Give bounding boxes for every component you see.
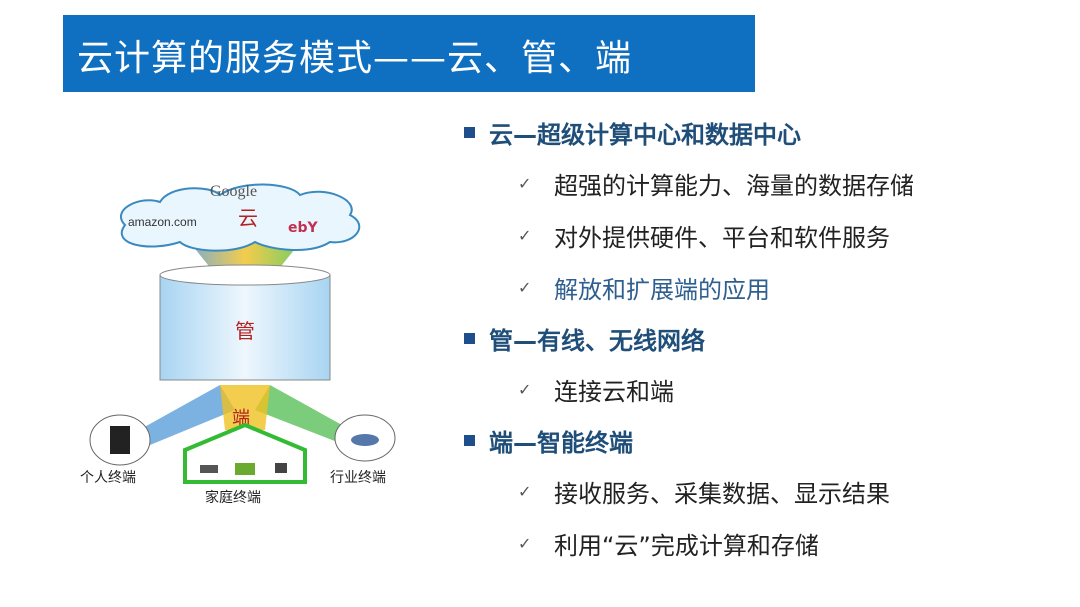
- pipe-cylinder: [159, 274, 331, 381]
- cloud-shape: [120, 183, 361, 252]
- title-bar: 云计算的服务模式——云、管、端: [63, 15, 755, 92]
- amazon-label: amazon.com: [128, 215, 197, 229]
- check-icon: ✓: [518, 379, 532, 399]
- meter-icon: [351, 434, 379, 446]
- computer-icon: [275, 463, 287, 473]
- check-icon: ✓: [518, 173, 532, 193]
- list-item: ✓对外提供硬件、平台和软件服务: [518, 223, 890, 252]
- list-item: ✓利用“云”完成计算和存储: [518, 531, 819, 560]
- diagram-svg: Google amazon.com 云 ebY 管 端 个人终端 家庭终端 行业…: [80, 183, 396, 506]
- square-bullet-icon: [464, 434, 475, 446]
- check-icon: ✓: [518, 481, 532, 501]
- section-heading: 端—智能终端: [462, 420, 1022, 460]
- tv-icon: [235, 463, 255, 475]
- cylinder-top: [159, 264, 331, 286]
- square-bullet-icon: [464, 126, 475, 138]
- check-icon: ✓: [518, 225, 532, 245]
- list-item: ✓超强的计算能力、海量的数据存储: [518, 171, 914, 200]
- list-item: ✓解放和扩展端的应用: [518, 275, 770, 304]
- home-terminal-label: 家庭终端: [205, 489, 261, 506]
- personal-terminal-label: 个人终端: [80, 470, 136, 486]
- square-bullet-icon: [464, 332, 475, 344]
- cloud-label: 云: [238, 206, 258, 230]
- device-icon: [200, 465, 218, 473]
- bullet-list: 云—超级计算中心和数据中心 ✓超强的计算能力、海量的数据存储 ✓对外提供硬件、平…: [462, 112, 1022, 574]
- list-item: ✓连接云和端: [518, 377, 674, 406]
- beam-personal: [130, 385, 235, 445]
- ebay-label: ebY: [288, 220, 319, 236]
- slide-title: 云计算的服务模式——云、管、端: [77, 38, 633, 79]
- section-heading: 云—超级计算中心和数据中心: [462, 112, 1022, 152]
- google-label: Google: [210, 183, 257, 200]
- list-item: ✓接收服务、采集数据、显示结果: [518, 479, 890, 508]
- cloud-pipe-end-diagram: Google amazon.com 云 ebY 管 端 个人终端 家庭终端 行业…: [70, 170, 420, 515]
- beam-home: [220, 385, 270, 430]
- section-heading: 管—有线、无线网络: [462, 318, 1022, 358]
- check-icon: ✓: [518, 533, 532, 553]
- pipe-label: 管: [235, 319, 255, 343]
- industry-terminal-label: 行业终端: [330, 470, 386, 486]
- beam-industry: [255, 385, 360, 445]
- phone-icon: [110, 426, 130, 454]
- check-icon: ✓: [518, 277, 532, 297]
